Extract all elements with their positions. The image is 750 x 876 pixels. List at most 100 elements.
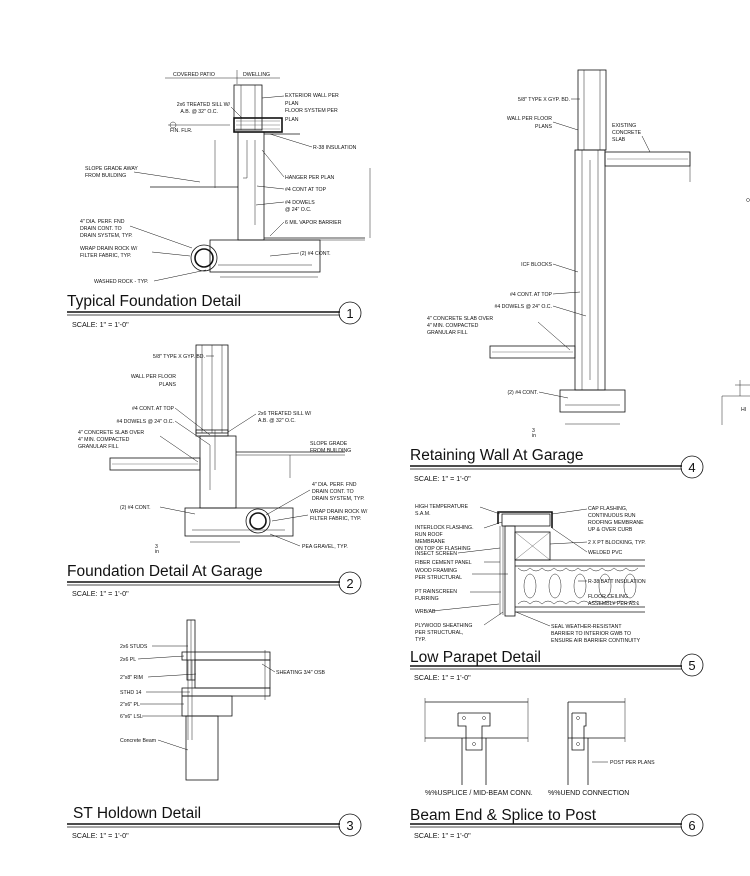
d5-note: FURRING <box>415 596 439 602</box>
d4-note: (2) #4 CONT. <box>507 390 538 396</box>
d1-note: @ 24" O.C. <box>285 207 311 213</box>
d3-note: SHEATING 3/4" OSB <box>276 670 326 676</box>
d1-note: 6 MIL VAPOR BARRIER <box>285 220 342 226</box>
detail-3-number: 3 <box>346 818 353 833</box>
detail-4-drawing: 3 in 5/8" TYPE X GYP. BD. WALL PER FLOOR… <box>427 69 691 439</box>
d2-note: 5/8" TYPE X GYP. BD. <box>153 354 205 360</box>
detail-2-number: 2 <box>346 576 353 591</box>
d4-note: GRANULAR FILL <box>427 330 468 336</box>
d2-note: FILTER FABRIC, TYP. <box>310 516 361 522</box>
detail-5-marker <box>680 653 704 677</box>
d4-note: #4 CONT. AT TOP <box>510 292 553 298</box>
d3-note: 2"x8" RIM <box>120 675 143 681</box>
d1-note: COVERED PATIO <box>173 72 215 78</box>
detail-2-marker <box>338 571 362 595</box>
d2-note: PLANS <box>159 382 177 388</box>
d1-note: FILTER FABRIC, TYP. <box>80 253 131 259</box>
d1-note: SLOPE GRADE AWAY <box>85 166 138 172</box>
d5-note: BARRIER TO INTERIOR GWB TO <box>551 631 631 637</box>
d3-note: 2"x6" PL <box>120 702 140 708</box>
d5-note: RUN ROOF <box>415 532 443 538</box>
d5-note: WOOD FRAMING <box>415 568 457 574</box>
d1-note: DRAIN SYSTEM, TYP. <box>80 233 133 239</box>
detail-3-marker <box>338 813 362 837</box>
detail-6-number: 6 <box>688 818 695 833</box>
d4-note: CONCRETE <box>612 130 642 136</box>
detail-4-scale: SCALE: 1" = 1'-0" <box>414 474 471 483</box>
detail-1-title: Typical Foundation Detail <box>67 293 241 310</box>
d1-note: DRAIN CONT. TO <box>80 226 122 232</box>
detail-1-scale: SCALE: 1" = 1'-0" <box>72 320 129 329</box>
svg-text:in: in <box>155 549 159 555</box>
detail-1-marker <box>338 301 362 325</box>
detail-3-title: ST Holdown Detail <box>73 805 201 822</box>
svg-text:3: 3 <box>532 428 535 434</box>
d2-note: #4 DOWELS @ 24" O.C. <box>116 419 174 425</box>
d1-note: 4" DIA. PERF. FND <box>80 219 125 225</box>
d5-note: FLOOR CEILING <box>588 594 628 600</box>
d2-note: 2x6 TREATED SILL W/ <box>258 411 312 417</box>
d5-note: PT RAINSCREEN <box>415 589 457 595</box>
d2-note: #4 CONT. AT TOP <box>132 406 175 412</box>
detail-6-drawing: POST PER PLANS %%USPLICE / MID-BEAM CONN… <box>424 698 655 797</box>
d5-note: PER STRUCTURAL, <box>415 630 463 636</box>
d1-note: #4 DOWELS <box>285 200 315 206</box>
d1-note: FROM BUILDING <box>85 173 126 179</box>
d5-note: UP & OVER CURB <box>588 527 633 533</box>
d6-note: %%UEND CONNECTION <box>548 790 629 797</box>
detail-5-title: Low Parapet Detail <box>410 649 541 666</box>
d2-note: WALL PER FLOOR <box>131 374 176 380</box>
d1-note: DWELLING <box>243 72 270 78</box>
d5-note: INSECT SCREEN <box>415 551 457 557</box>
d2-note: PEA GRAVEL, TYP. <box>302 544 348 550</box>
d2-note: (2) #4 CONT. <box>120 505 151 511</box>
detail-2-scale: SCALE: 1" = 1'-0" <box>72 589 129 598</box>
d4-note: PLANS <box>535 124 553 130</box>
d5-note: WELDED PVC <box>588 550 623 556</box>
detail-5-drawing: HIGH TEMPERATURE S.A.M. INTERLOCK FLASHI… <box>415 504 646 644</box>
d3-note: 6"x6" LSL <box>120 714 143 720</box>
detail-6-title: Beam End & Splice to Post <box>410 807 597 824</box>
d4-note: EXISTING <box>612 123 636 129</box>
detail-4-marker <box>680 455 704 479</box>
d5-note: ROOFING MEMBRANE <box>588 520 644 526</box>
d2-note: 4" MIN. COMPACTED <box>78 437 130 443</box>
detail-3-scale: SCALE: 1" = 1'-0" <box>72 831 129 840</box>
d1-note: HANGER PER PLAN <box>285 175 335 181</box>
d4-note: 4" MIN. COMPACTED <box>427 323 479 329</box>
d1-note: 2x6 TREATED SILL W/ <box>177 102 231 108</box>
d4-note: #4 DOWELS @ 24" O.C. <box>494 304 552 310</box>
svg-text:in: in <box>532 433 536 439</box>
d2-note: GRANULAR FILL <box>78 444 119 450</box>
d4-note: 5/8" TYPE X GYP. BD. <box>518 97 570 103</box>
d3-note: 2x6 STUDS <box>120 644 148 650</box>
d2-note: DRAIN SYSTEM, TYP. <box>312 496 365 502</box>
d1-note: (2) #4 CONT. <box>300 251 331 257</box>
d1-note: PLAN <box>285 117 299 123</box>
d4-note: ICF BLOCKS <box>521 262 552 268</box>
edge-label: HI <box>741 407 746 413</box>
d1-note: FIN. FLR. <box>170 128 192 134</box>
d2-note: A.B. @ 32" O.C. <box>258 418 296 424</box>
d1-note: WASHED ROCK - TYP. <box>94 279 148 285</box>
d1-note: WRAP DRAIN ROCK W/ <box>80 246 138 252</box>
detail-2-title: Foundation Detail At Garage <box>67 563 263 580</box>
d4-note: SLAB <box>612 137 626 143</box>
d2-note: 4" DIA. PERF. FND <box>312 482 357 488</box>
d5-note: CONTINUOUS RUN <box>588 513 636 519</box>
detail-2-drawing: 3 in 5/8" TYPE X GYP. BD. WALL PER FLOOR… <box>78 344 368 555</box>
d6-note: %%USPLICE / MID-BEAM CONN. <box>425 790 533 797</box>
detail-4-title: Retaining Wall At Garage <box>410 447 583 464</box>
d1-note: FLOOR SYSTEM PER <box>285 108 338 114</box>
d5-note: R-38 BATT INSULATION <box>588 579 646 585</box>
d5-note: PER STRUCTURAL <box>415 575 462 581</box>
d1-note: R-38 INSULATION <box>313 145 357 151</box>
detail-4-number: 4 <box>688 460 695 475</box>
svg-text:3: 3 <box>155 544 158 550</box>
d5-note: WRB/AB <box>415 609 436 615</box>
d5-note: INTERLOCK FLASHING. <box>415 525 474 531</box>
d5-note: ASSEMBLY PER A5.1 <box>588 601 640 607</box>
edge-partial-detail: HI <box>721 198 750 425</box>
detail-5-number: 5 <box>688 658 695 673</box>
